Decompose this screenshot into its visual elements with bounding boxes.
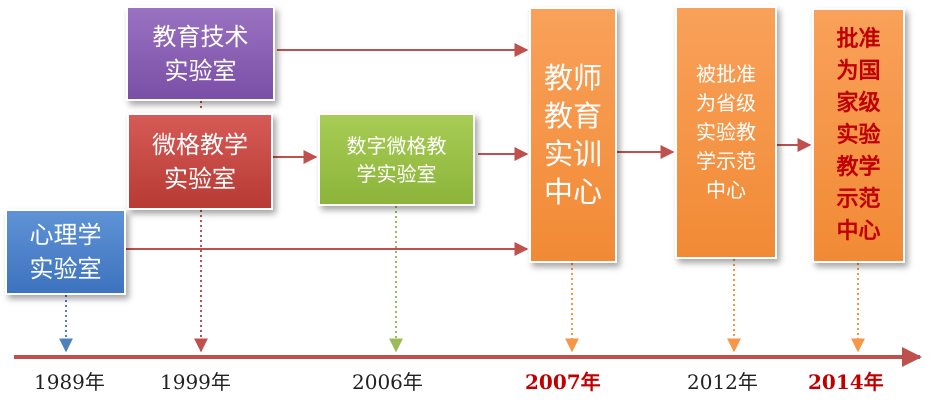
- box-provincial-demo-center: 被批准 为省级 实验教 学示范 中心: [675, 6, 777, 259]
- year-label-2014: 2014年: [808, 370, 884, 394]
- box-teacher-training-center: 教师 教育 实训 中心: [529, 7, 617, 263]
- box-psychology-lab: 心理学 实验室: [5, 209, 126, 295]
- box-microteaching-lab: 微格教学 实验室: [127, 113, 273, 210]
- year-label-1989: 1989年: [34, 370, 105, 394]
- box-digital-microteaching-lab: 数字微格教 学实验室: [318, 113, 475, 206]
- year-label-2012: 2012年: [687, 370, 758, 394]
- box-national-demo-center: 批准 为国 家级 实验 教学 示范 中心: [812, 8, 905, 263]
- year-label-2006: 2006年: [352, 370, 423, 394]
- year-label-1999: 1999年: [160, 370, 231, 394]
- year-label-2007: 2007年: [525, 370, 601, 394]
- box-edu-tech-lab: 教育技术 实验室: [126, 6, 275, 101]
